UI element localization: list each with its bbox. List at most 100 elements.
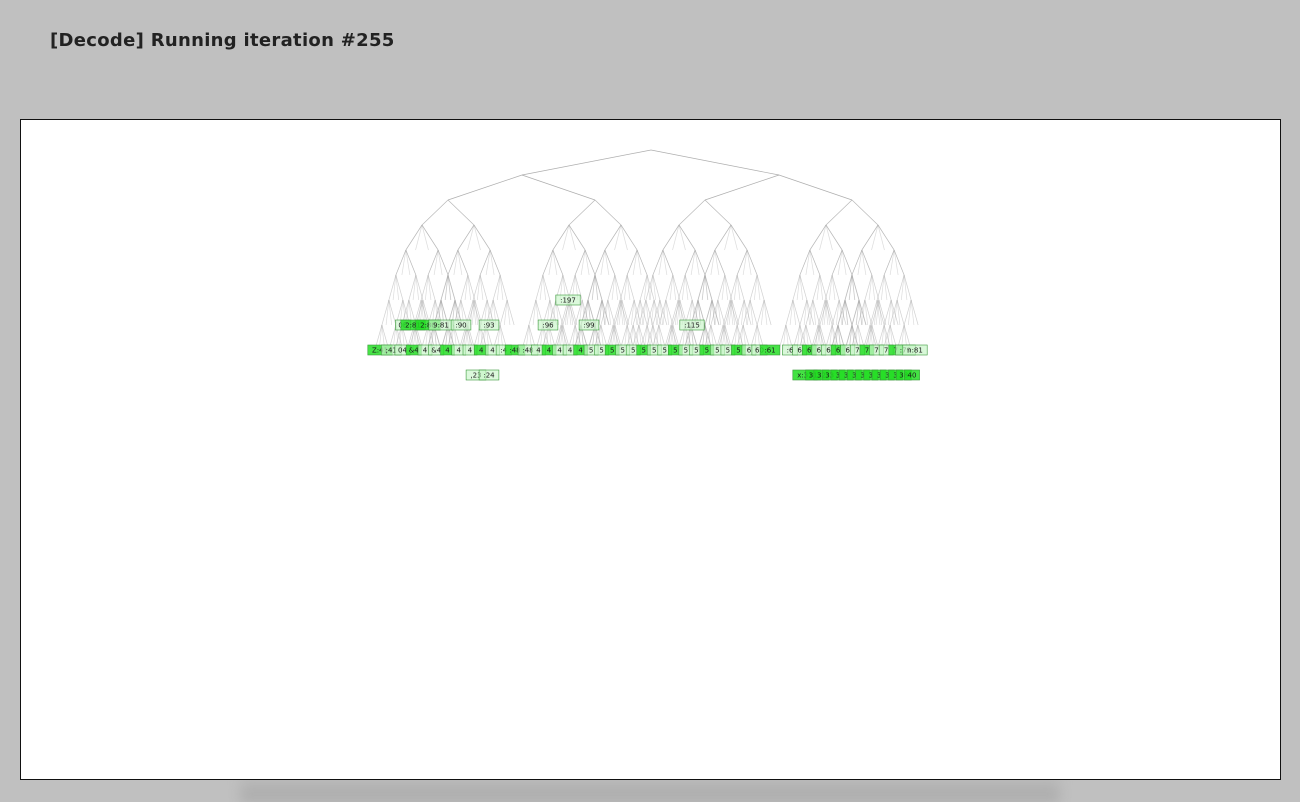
tree-edge: [659, 299, 668, 326]
tree-canvas[interactable]: :1970B2:812:809:81:90:93:96:99:115Z:41;4…: [20, 119, 1281, 780]
row4-node-label: 3: [844, 372, 848, 380]
tree-edge: [760, 299, 765, 326]
tree-edge: [421, 199, 449, 226]
tree-edge: [857, 249, 863, 276]
tree-edge: [548, 249, 554, 276]
tree-edge: [704, 299, 713, 326]
tree-edge: [591, 274, 596, 301]
row3-node-label: 5: [631, 347, 635, 355]
tree-edge: [542, 249, 554, 276]
tree-edge: [672, 224, 680, 251]
tree-edge: [552, 224, 570, 251]
tree-edge: [649, 274, 654, 301]
tree-edge: [447, 174, 523, 201]
tree-edge: [736, 274, 741, 301]
tree-edge: [831, 299, 840, 326]
tree-edge: [619, 299, 624, 326]
tree-edge: [711, 299, 716, 326]
row3-node-label: 6: [797, 347, 802, 355]
tree-edge: [855, 299, 860, 326]
tree-edge: [736, 299, 745, 326]
tree-edge: [890, 299, 899, 326]
tree-edge: [756, 274, 761, 301]
tree-edge: [896, 299, 901, 326]
tree-edge: [821, 299, 826, 326]
tree-edge: [900, 274, 905, 301]
tree-edge: [636, 249, 648, 276]
tree-edge: [824, 299, 833, 326]
tree-edge: [607, 299, 612, 326]
tree-edge: [621, 299, 626, 326]
row3-node-label: 7: [874, 347, 878, 355]
row3-node-label: 5: [673, 347, 677, 355]
tree-edge: [742, 249, 748, 276]
tree-edge: [653, 299, 662, 326]
tree-edge: [903, 274, 912, 301]
tree-edge: [825, 224, 843, 251]
tree-edge: [792, 299, 797, 326]
tree-edge: [636, 249, 642, 276]
tree-edge: [729, 299, 734, 326]
tree-edge: [838, 299, 847, 326]
tree-edge: [611, 274, 616, 301]
row3-node-label: &4: [431, 347, 441, 355]
tree-edge: [636, 299, 641, 326]
tree-edge: [457, 224, 475, 251]
tree-edge: [646, 274, 655, 301]
tree-edge: [763, 299, 772, 326]
tree-edge: [503, 299, 508, 326]
tree-edge: [659, 299, 664, 326]
row4-node-label: x:31: [797, 372, 812, 380]
tree-edge: [594, 274, 599, 301]
row4-node: :24: [478, 369, 500, 381]
row2-node: :90: [450, 319, 472, 331]
tree-edge: [646, 299, 655, 326]
tree-edge: [604, 249, 610, 276]
tree-edge: [708, 299, 713, 326]
tree-edge: [678, 199, 706, 226]
tree-edge: [831, 274, 840, 301]
tree-edge: [851, 299, 860, 326]
tree-edge: [601, 299, 610, 326]
tree-edge: [851, 199, 879, 226]
tree-edge: [521, 149, 652, 176]
tree-edge: [851, 299, 860, 326]
row3-node-label: 4: [568, 347, 573, 355]
tree-edge: [415, 274, 420, 301]
row3-node-label: 6: [747, 347, 752, 355]
tree-edge: [626, 274, 631, 301]
row3-node-label: 4: [479, 347, 484, 355]
tree-edge: [440, 274, 449, 301]
row3-node-label: 4: [536, 347, 541, 355]
tree-edge: [736, 249, 748, 276]
tree-edge: [857, 299, 866, 326]
tree-edge: [844, 299, 853, 326]
row4-node-box: [478, 369, 500, 381]
tree-edge: [467, 274, 476, 301]
tree-edge: [626, 299, 635, 326]
tree-edge: [861, 249, 873, 276]
tree-edge: [633, 299, 638, 326]
tree-edge: [643, 274, 648, 301]
row3-node-label: 6: [807, 347, 812, 355]
tree-edge: [728, 299, 733, 326]
tree-edge: [626, 249, 638, 276]
tree-edge: [639, 299, 644, 326]
tree-edge: [594, 249, 606, 276]
tree-edge: [819, 274, 824, 301]
tree-edge: [694, 249, 706, 276]
tree-edge: [604, 299, 609, 326]
tree-edge: [851, 274, 860, 301]
tree-edge: [778, 174, 853, 201]
tree-edge: [890, 299, 895, 326]
tree-edge: [876, 299, 881, 326]
tree-edge: [632, 249, 638, 276]
row3-node-label: :6: [787, 347, 794, 355]
tree-edge: [630, 299, 635, 326]
row2-node-box: [478, 319, 500, 331]
tree-edge: [499, 274, 508, 301]
tree-edge: [819, 274, 828, 301]
tree-edge: [552, 249, 564, 276]
tree-edge: [506, 299, 511, 326]
tree-edge: [521, 174, 596, 201]
